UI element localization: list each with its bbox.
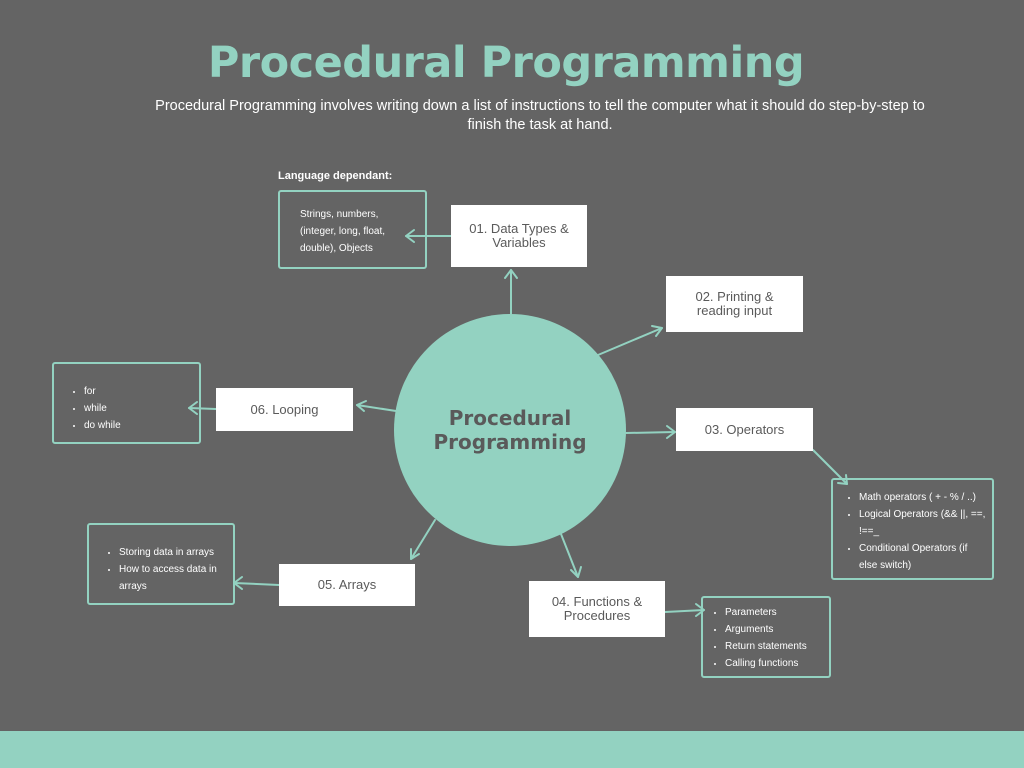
detail-looping-item: while xyxy=(84,400,193,417)
detail-operators-item: Logical Operators (&& ||, ==, !==_ xyxy=(859,506,986,540)
arrowhead-arrays xyxy=(410,548,420,560)
connector-hub-to-printing xyxy=(597,327,663,356)
detail-looping-item: for xyxy=(84,383,193,400)
connector-hub-to-arrays xyxy=(410,519,436,560)
connector-functions-to-detail xyxy=(664,609,705,613)
detail-looping-item: do while xyxy=(84,417,193,434)
detail-operators: Math operators ( + - % / ..) Logical Ope… xyxy=(831,478,994,580)
detail-arrays: Storing data in arrays How to access dat… xyxy=(87,523,235,605)
detail-functions: Parameters Arguments Return statements C… xyxy=(701,596,831,678)
connector-hub-to-operators xyxy=(625,431,676,434)
arrowhead-operators xyxy=(666,425,676,439)
arrowhead-functions xyxy=(570,566,582,578)
detail-arrays-item: Storing data in arrays xyxy=(119,544,227,561)
connector-arrays-to-detail xyxy=(233,582,280,586)
detail-arrays-list: Storing data in arrays How to access dat… xyxy=(103,544,227,595)
detail-operators-item: Conditional Operators (if else switch) xyxy=(859,540,986,574)
central-hub-circle: Procedural Programming xyxy=(394,314,626,546)
node-arrays-label: 05. Arrays xyxy=(317,577,377,592)
detail-functions-item: Arguments xyxy=(725,621,823,638)
node-data-types-label: 01. Data Types & Variables xyxy=(469,221,569,250)
arrowhead-functions-detail xyxy=(695,603,705,617)
node-arrays: 05. Arrays xyxy=(279,564,415,606)
node-looping-label: 06. Looping xyxy=(250,401,319,417)
footer-band xyxy=(0,731,1024,768)
arrowhead-data-types-detail xyxy=(405,229,415,243)
connector-hub-to-looping xyxy=(356,404,397,412)
page-title: Procedural Programming xyxy=(207,38,805,88)
page-subtitle: Procedural Programming involves writing … xyxy=(155,98,925,133)
arrowhead-data-types xyxy=(504,269,518,279)
hub-label: Procedural Programming xyxy=(433,406,587,454)
node-looping: 06. Looping xyxy=(216,388,353,431)
node-functions-label: 04. Functions & Procedures xyxy=(551,594,643,623)
connector-looping-to-detail xyxy=(188,407,217,410)
detail-functions-item: Calling functions xyxy=(725,655,823,672)
node-printing-label: 02. Printing & reading input xyxy=(695,289,774,318)
node-printing: 02. Printing & reading input xyxy=(666,276,803,332)
detail-functions-item: Parameters xyxy=(725,604,823,621)
arrowhead-printing xyxy=(651,325,663,337)
detail-operators-item: Math operators ( + - % / ..) xyxy=(859,489,986,506)
detail-operators-list: Math operators ( + - % / ..) Logical Ope… xyxy=(843,489,986,574)
detail-data-types: Strings, numbers, (integer, long, float,… xyxy=(278,190,427,269)
detail-functions-item: Return statements xyxy=(725,638,823,655)
node-operators-label: 03. Operators xyxy=(704,421,785,437)
detail-arrays-item: How to access data in arrays xyxy=(119,561,227,595)
language-dependant-note: Language dependant: xyxy=(278,170,393,182)
detail-looping-list: for while do while xyxy=(68,383,193,434)
node-operators: 03. Operators xyxy=(676,408,813,451)
arrowhead-looping xyxy=(356,400,367,412)
node-data-types: 01. Data Types & Variables xyxy=(451,205,587,267)
detail-looping: for while do while xyxy=(52,362,201,444)
node-functions: 04. Functions & Procedures xyxy=(529,581,665,637)
detail-functions-list: Parameters Arguments Return statements C… xyxy=(709,604,823,672)
arrowhead-looping-detail xyxy=(188,401,198,415)
connector-hub-to-functions xyxy=(560,533,579,578)
detail-data-types-text: Strings, numbers, (integer, long, float,… xyxy=(300,209,386,254)
